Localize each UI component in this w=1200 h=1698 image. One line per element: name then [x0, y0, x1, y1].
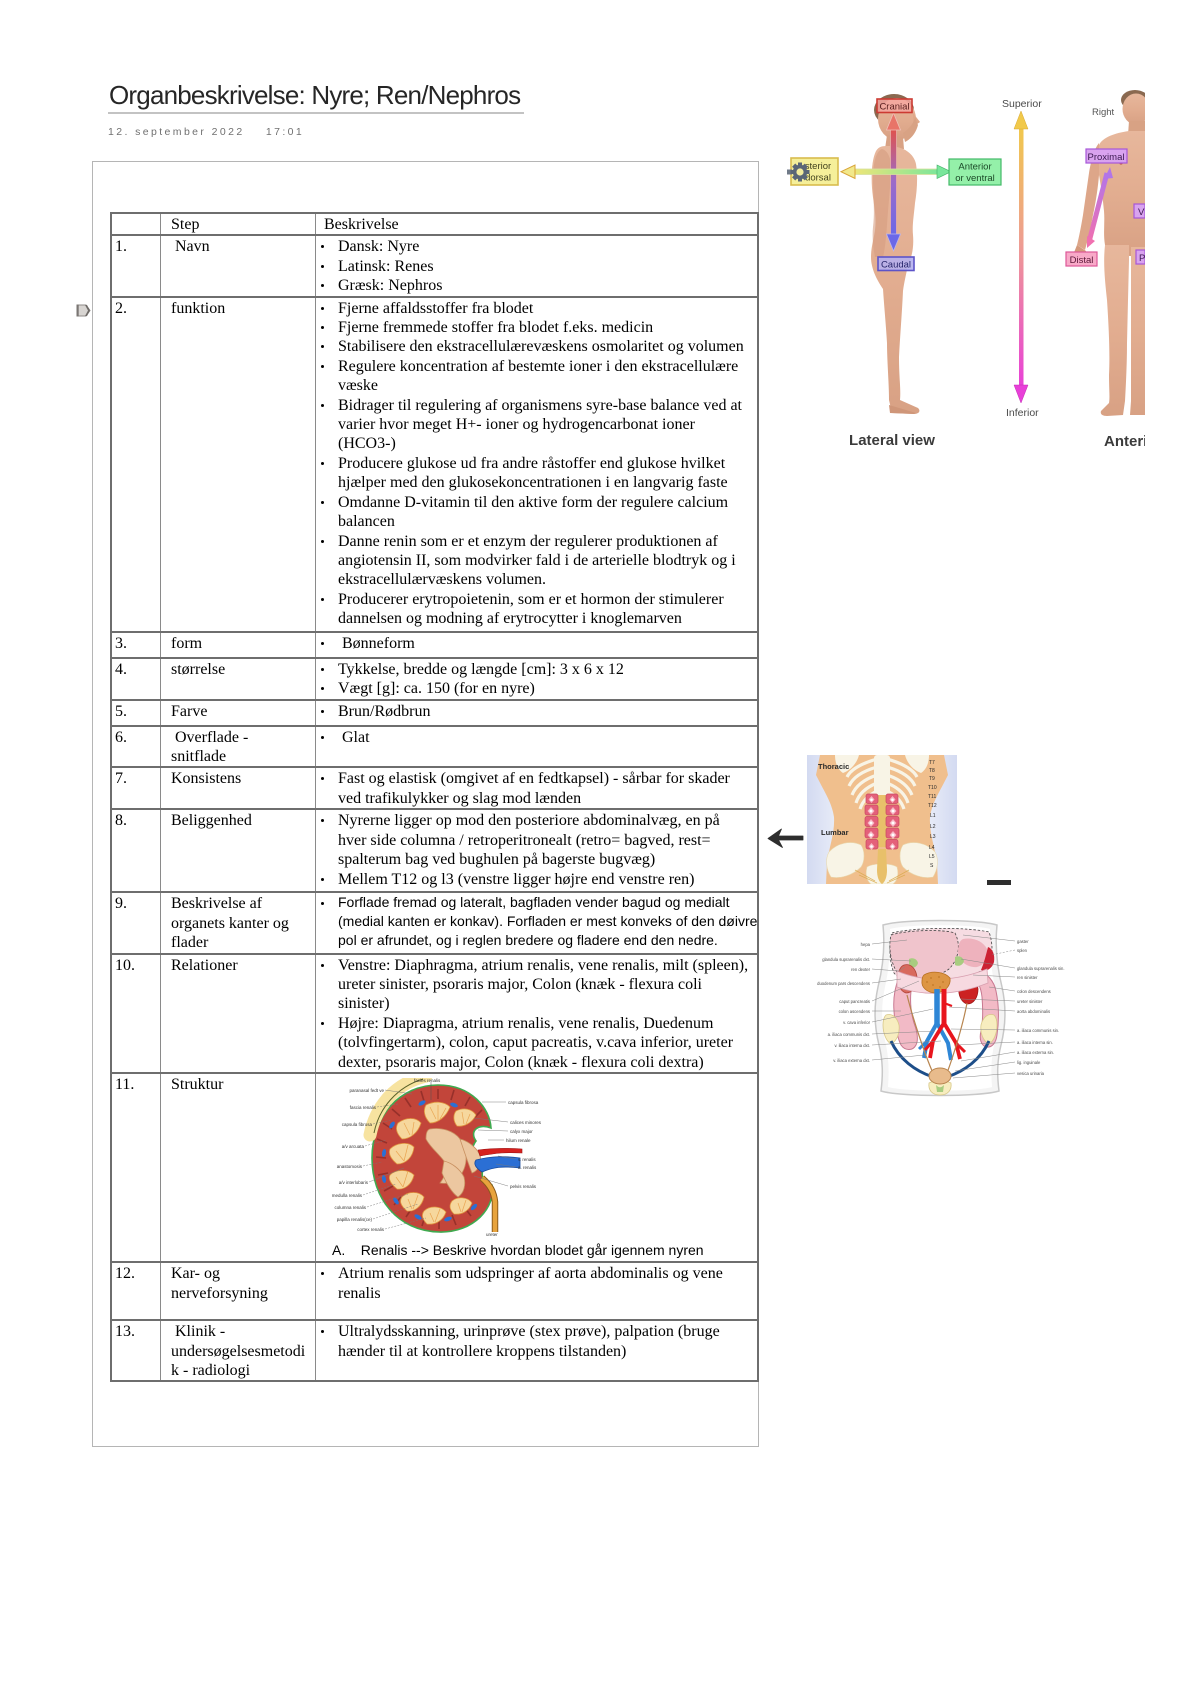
- svg-text:L3: L3: [930, 834, 936, 840]
- svg-text:v. iliaca interna dxt.: v. iliaca interna dxt.: [834, 1043, 870, 1048]
- svg-text:Superior: Superior: [1002, 98, 1042, 110]
- svg-text:v. cava inferior: v. cava inferior: [843, 1020, 871, 1025]
- svg-text:columna renalis: columna renalis: [334, 1205, 366, 1210]
- svg-text:capsula fibrosa: capsula fibrosa: [508, 1100, 539, 1105]
- svg-text:a. iliaca interna sin.: a. iliaca interna sin.: [1017, 1040, 1053, 1045]
- svg-text:Lumbar: Lumbar: [821, 828, 849, 837]
- svg-text:T12: T12: [928, 803, 937, 809]
- svg-text:T7: T7: [929, 760, 935, 766]
- svg-text:a. iliaca communis sin.: a. iliaca communis sin.: [1017, 1028, 1059, 1033]
- svg-text:calyx major: calyx major: [510, 1129, 533, 1134]
- svg-text:anastomosis: anastomosis: [337, 1164, 363, 1169]
- svg-text:aorta abdominalis: aorta abdominalis: [1017, 1009, 1050, 1014]
- svg-text:L4: L4: [929, 845, 935, 851]
- svg-text:sterior: sterior: [805, 161, 831, 172]
- svg-text:Lateral view: Lateral view: [849, 432, 935, 449]
- svg-text:a/v arcuata: a/v arcuata: [342, 1144, 365, 1149]
- svg-text:hepa: hepa: [861, 942, 871, 947]
- svg-text:Right: Right: [1092, 107, 1115, 118]
- svg-text:T10: T10: [928, 785, 937, 791]
- svg-text:medulla renalis: medulla renalis: [332, 1193, 363, 1198]
- svg-text:vesica urinaria: vesica urinaria: [1017, 1071, 1045, 1076]
- svg-text:a. iliaca communis dxt.: a. iliaca communis dxt.: [828, 1032, 870, 1037]
- svg-text:T9: T9: [929, 776, 935, 782]
- svg-text:S: S: [930, 863, 934, 869]
- svg-text:glandula suprarenalis dxt.: glandula suprarenalis dxt.: [822, 957, 870, 962]
- svg-text:L2: L2: [930, 824, 936, 830]
- svg-text:Cranial: Cranial: [879, 102, 909, 113]
- svg-text:dorsal: dorsal: [805, 173, 831, 184]
- svg-text:a/v interlobaris: a/v interlobaris: [339, 1180, 369, 1185]
- svg-text:Anterior: Anterior: [1104, 433, 1145, 450]
- svg-text:paranasal fedt ve: paranasal fedt ve: [349, 1088, 384, 1093]
- svg-text:a. renalis: a. renalis: [518, 1165, 537, 1170]
- svg-text:v. iliaca externa dxt.: v. iliaca externa dxt.: [833, 1058, 870, 1063]
- svg-text:lig. inguinale: lig. inguinale: [1017, 1060, 1041, 1065]
- svg-text:hilum renale: hilum renale: [506, 1138, 531, 1143]
- svg-text:ureter sinister: ureter sinister: [1017, 999, 1043, 1004]
- svg-text:pelvis renalis: pelvis renalis: [510, 1184, 537, 1189]
- svg-text:papilla renalis(ce): papilla renalis(ce): [337, 1217, 373, 1222]
- svg-text:glandula suprarenalis sin.: glandula suprarenalis sin.: [1017, 966, 1065, 971]
- svg-text:Distal: Distal: [1070, 255, 1094, 266]
- svg-text:ren dexter: ren dexter: [851, 967, 870, 972]
- svg-text:capsula fibrosa: capsula fibrosa: [342, 1122, 373, 1127]
- svg-text:Proximal: Proximal: [1088, 152, 1125, 163]
- svg-text:or ventral: or ventral: [955, 173, 995, 184]
- svg-text:splen: splen: [1017, 948, 1028, 953]
- svg-text:colon descendens: colon descendens: [1017, 989, 1051, 994]
- svg-text:gaster: gaster: [1017, 939, 1029, 944]
- svg-text:a. iliaca externa sin.: a. iliaca externa sin.: [1017, 1050, 1054, 1055]
- svg-text:ureter: ureter: [486, 1232, 498, 1237]
- svg-text:colon ascendens: colon ascendens: [839, 1009, 870, 1014]
- svg-text:ren sinister: ren sinister: [1017, 975, 1038, 980]
- svg-text:v. renalis: v. renalis: [518, 1157, 536, 1162]
- svg-text:facies renalis: facies renalis: [414, 1078, 441, 1083]
- svg-text:L5: L5: [929, 854, 935, 860]
- svg-text:Inferior: Inferior: [1006, 407, 1039, 419]
- svg-text:Thoracic: Thoracic: [818, 762, 849, 771]
- svg-text:L1: L1: [930, 813, 936, 819]
- svg-text:Anterior: Anterior: [958, 162, 991, 173]
- svg-text:P: P: [1139, 253, 1145, 264]
- svg-text:V: V: [1138, 207, 1145, 218]
- svg-text:T11: T11: [928, 794, 936, 800]
- svg-text:calices minores: calices minores: [510, 1120, 542, 1125]
- svg-text:caput pancreatis: caput pancreatis: [839, 999, 870, 1004]
- svg-text:Caudal: Caudal: [881, 260, 911, 271]
- svg-text:fascia renalis: fascia renalis: [350, 1105, 377, 1110]
- svg-text:T8: T8: [929, 768, 935, 774]
- svg-text:cortex renalis: cortex renalis: [357, 1227, 385, 1232]
- svg-text:duodenum pars descendens: duodenum pars descendens: [817, 981, 870, 986]
